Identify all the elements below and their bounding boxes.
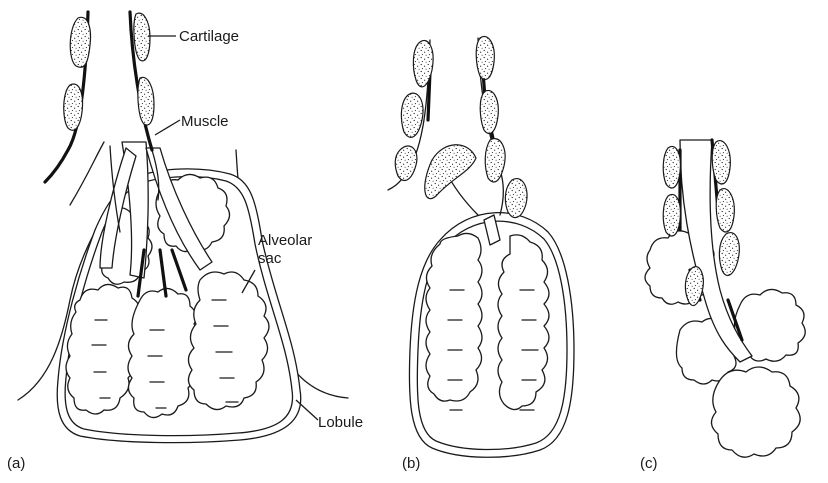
- panel-a-diagram: [18, 12, 348, 443]
- muscle-leader-line: [155, 120, 180, 135]
- lobule-label: Lobule: [318, 414, 363, 431]
- alveolar-sac-b-right: [498, 235, 549, 410]
- alveolar-cluster-c-lower: [711, 367, 800, 457]
- alveolar-label: Alveolar: [258, 232, 312, 249]
- panel-b-diagram: [388, 36, 574, 457]
- cartilage-label: Cartilage: [179, 28, 239, 45]
- alveolar-sac-b-left: [426, 233, 482, 401]
- panel-label-a: (a): [7, 455, 25, 472]
- panel-label-c: (c): [640, 455, 658, 472]
- sac-label: sac: [258, 250, 281, 267]
- cartilage-plates-a: [64, 13, 154, 130]
- panel-c-diagram: [645, 140, 805, 457]
- alveolar-sac-middle: [128, 288, 198, 417]
- muscle-label: Muscle: [181, 113, 229, 130]
- panel-label-b: (b): [402, 455, 420, 472]
